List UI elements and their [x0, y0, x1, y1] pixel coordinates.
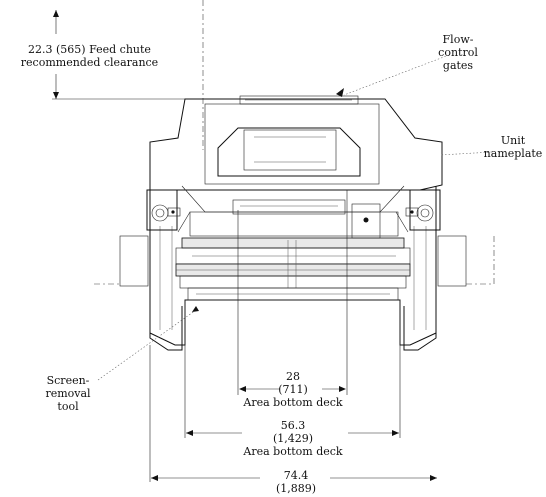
middle-deck-dimension-label: 56.3 (1,429) Area bottom deck: [243, 419, 343, 458]
leader-lines: [97, 54, 493, 381]
dimension-extension-lines: [149, 190, 401, 482]
unit-nameplate-label: Unit nameplate: [483, 134, 543, 160]
dimension-line-56-3: [186, 430, 399, 436]
flow-control-gates-label: Flow- control gates: [438, 33, 478, 72]
feed-chute-clearance-label: 22.3 (565) Feed chute recommended cleara…: [20, 43, 159, 69]
inner-deck-dimension-label: 28 (711) Area bottom deck: [243, 370, 343, 409]
left-motor: [146, 189, 181, 231]
unit-nameplate: [351, 203, 381, 239]
right-motor: [405, 189, 441, 231]
side-extension-panels: [94, 235, 495, 287]
dimension-line-74-4: [151, 475, 437, 481]
hopper-housing: [149, 88, 443, 191]
machine-frame: [149, 185, 437, 346]
overall-width-dimension-label: 74.4 (1,889): [275, 469, 317, 495]
dimension-line-28: [239, 386, 346, 392]
screen-removal-tool-label: Screen- removal tool: [45, 374, 91, 413]
support-legs: [149, 300, 437, 351]
